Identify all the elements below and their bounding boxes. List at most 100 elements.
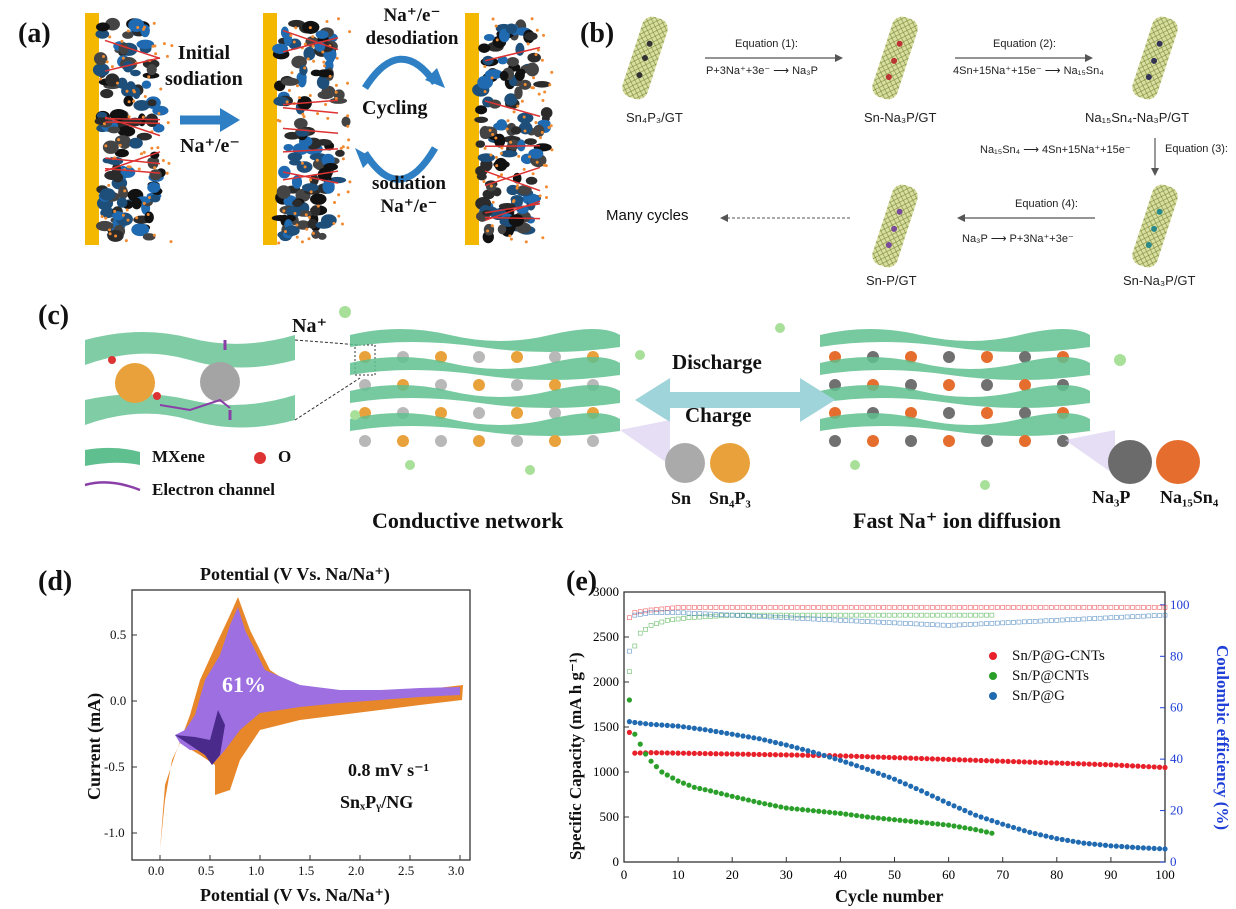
capacity-point-0	[1000, 758, 1006, 764]
ce-point-0	[1016, 605, 1022, 610]
cv-xtick-6: 3.0	[448, 863, 465, 878]
initial-sodiation-label: Initial sodiation	[165, 40, 243, 92]
ce-point-1	[729, 612, 735, 618]
ce-point-0	[648, 607, 654, 613]
capacity-point-0	[1070, 760, 1076, 767]
ce-point-0	[794, 605, 800, 610]
legend-marker-2	[989, 692, 997, 700]
capacity-point-1	[897, 817, 903, 823]
capacity-point-0	[1065, 760, 1071, 766]
eq2: 4Sn+15Na⁺+15e⁻ ⟶ Na₁₅Sn₄	[953, 65, 1104, 77]
capacity-point-0	[1113, 762, 1119, 768]
capacity-point-1	[832, 810, 838, 816]
panel-label-b: (b)	[580, 18, 615, 49]
capacity-point-2	[783, 742, 789, 748]
capacity-point-1	[918, 819, 925, 825]
ce-point-0	[989, 605, 995, 610]
ce-point-0	[719, 605, 724, 610]
ce-point-2	[643, 611, 648, 616]
capacity-point-2	[956, 805, 963, 811]
panel-label-a: (a)	[18, 18, 51, 49]
ce-point-2	[1146, 613, 1152, 619]
capacity-point-2	[1059, 836, 1065, 843]
capacity-point-1	[724, 792, 730, 798]
capacity-point-1	[891, 817, 898, 823]
xtick-label: 30	[780, 867, 793, 882]
ce-point-0	[735, 605, 740, 610]
tube-label-1: Sn₄P₃/GT	[626, 110, 683, 125]
eq4: Na₃P ⟶ P+3Na⁺+3e⁻	[962, 233, 1074, 245]
capacity-point-0	[1075, 761, 1082, 767]
particle-cluster-2	[271, 17, 352, 245]
initial-line1: Initial	[177, 42, 231, 64]
capacity-point-0	[724, 751, 730, 757]
ce-point-2	[670, 610, 675, 615]
ce-point-1	[892, 612, 897, 618]
ce-point-0	[1157, 605, 1162, 610]
ce-point-2	[1065, 617, 1070, 623]
capacity-point-0	[859, 753, 865, 760]
capacity-point-0	[691, 750, 697, 756]
capacity-point-2	[1032, 830, 1038, 837]
ce-point-0	[740, 605, 746, 610]
capacity-point-2	[697, 726, 703, 732]
ce-point-2	[767, 614, 773, 620]
capacity-point-2	[767, 738, 773, 744]
ce-point-1	[637, 630, 643, 636]
capacity-point-2	[751, 735, 757, 741]
capacity-point-0	[772, 752, 779, 758]
ce-point-0	[897, 605, 903, 610]
capacity-point-1	[848, 812, 854, 818]
capacity-point-2	[670, 723, 676, 729]
ce-point-0	[1005, 605, 1011, 610]
capacity-point-0	[1032, 759, 1038, 765]
capacity-point-2	[729, 731, 735, 737]
sn4p3-label: Sn₄P₃	[709, 488, 751, 508]
capacity-point-1	[983, 829, 990, 835]
capacity-point-2	[837, 757, 843, 763]
ce-point-2	[1092, 616, 1097, 621]
capacity-point-2	[1021, 828, 1027, 834]
ce-point-2	[973, 621, 978, 627]
ce-point-2	[848, 618, 854, 624]
ce-point-2	[1038, 618, 1043, 624]
ce-point-0	[637, 609, 643, 615]
legend-marker-1	[989, 672, 997, 680]
capacity-point-0	[929, 756, 935, 762]
sn4p3-sphere-inset	[710, 443, 750, 483]
ce-point-2	[1005, 620, 1011, 625]
capacity-point-1	[707, 788, 714, 794]
capacity-point-2	[745, 734, 752, 740]
capacity-point-0	[1135, 763, 1141, 769]
xtick-label: 50	[888, 867, 901, 882]
ce-point-0	[778, 605, 784, 610]
capacity-point-2	[848, 761, 854, 767]
capacity-point-0	[1081, 761, 1087, 767]
capacity-point-0	[854, 753, 860, 759]
capacity-point-2	[713, 728, 719, 735]
ce-point-1	[875, 612, 881, 618]
capacity-point-2	[1016, 826, 1022, 832]
capacity-point-2	[1086, 841, 1092, 847]
capacity-point-0	[729, 751, 735, 757]
chart-y2label: Coulombic efficiency (%)	[1213, 645, 1232, 831]
ce-point-0	[1086, 605, 1092, 610]
ytick-label: 2500	[593, 629, 619, 644]
capacity-point-2	[1092, 841, 1098, 847]
ce-point-1	[659, 619, 665, 625]
tube-3	[1132, 16, 1178, 100]
ce-point-0	[756, 605, 762, 610]
capacity-point-2	[886, 774, 892, 780]
ce-point-2	[692, 611, 697, 616]
ce-point-0	[1135, 605, 1141, 610]
ce-point-2	[805, 616, 811, 622]
capacity-point-2	[1000, 821, 1006, 827]
ce-point-1	[957, 612, 962, 618]
capacity-point-0	[1048, 760, 1054, 766]
ce-point-2	[1086, 616, 1092, 622]
ce-point-0	[675, 605, 681, 610]
cv-rate: 0.8 mV s⁻¹	[348, 760, 430, 780]
ce-point-2	[854, 618, 859, 624]
tube-label-3: Na₁₅Sn₄-Na₃P/GT	[1085, 110, 1190, 125]
capacity-point-2	[756, 736, 762, 742]
